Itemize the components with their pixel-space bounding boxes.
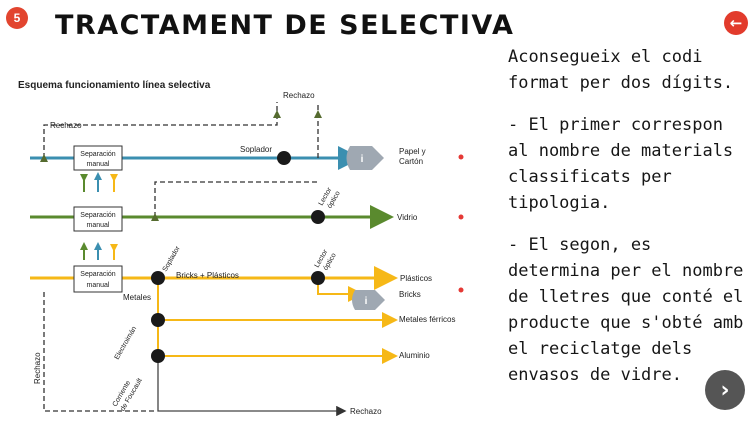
svg-text:Metales férricos: Metales férricos [399, 315, 455, 324]
arrow-up-3 [40, 154, 48, 162]
line-diagram: Esquema funcionamiento línea selectiva S… [18, 80, 464, 417]
svg-text:i: i [361, 154, 364, 165]
svg-text:Soplador: Soplador [162, 245, 182, 273]
side-text: Aconsegueix el codi format per dos dígit… [508, 44, 752, 404]
svg-text:Vidrio: Vidrio [397, 213, 418, 222]
svg-text:manual: manual [87, 222, 110, 229]
side-paragraph: - El segon, es determina per el nombre d… [508, 235, 744, 385]
svg-text:manual: manual [87, 282, 110, 289]
node-soplador-2 [151, 271, 165, 285]
reject-branch [157, 356, 347, 417]
info-icon-2 [352, 290, 385, 310]
dashed-reject-left [43, 292, 155, 412]
dashed-reject-top [43, 102, 278, 158]
svg-text:Metales: Metales [123, 293, 151, 302]
arrow-left-icon[interactable]: ← [724, 11, 748, 35]
svg-text:manual: manual [87, 161, 110, 168]
separacion-box-1 [73, 145, 123, 171]
svg-text:Plásticos: Plásticos [400, 274, 432, 283]
svg-text:Electroimán: Electroimán [114, 325, 139, 361]
arrow-up-1 [273, 110, 281, 118]
node-lector-1 [311, 210, 325, 224]
node-electroiman [151, 313, 165, 327]
dashed-vidrio [154, 181, 318, 217]
separacion-box-2 [73, 206, 123, 232]
svg-text:Aluminio: Aluminio [399, 351, 430, 360]
arrow-up-2 [314, 110, 322, 118]
chevron-right-icon[interactable]: › [705, 370, 745, 410]
side-paragraph: - El primer correspon al nombre de mater… [508, 115, 734, 213]
arrow-up-4 [151, 213, 159, 221]
side-paragraph: Aconsegueix el codi format per dos dígit… [508, 47, 734, 93]
svg-text:Rechazo: Rechazo [283, 91, 315, 100]
separacion-box-3 [73, 265, 123, 293]
svg-text:i: i [365, 296, 368, 307]
svg-text:Separación: Separación [80, 212, 116, 219]
info-icon-1 [346, 146, 384, 170]
node-lector-2 [311, 271, 325, 285]
node-foucault [151, 349, 165, 363]
svg-text:Bricks + Plásticos: Bricks + Plásticos [176, 271, 239, 280]
svg-text:Separación: Separación [80, 271, 116, 278]
slide-title: TRACTAMENT DE SELECTIVA [55, 10, 515, 41]
aluminum-branch [157, 320, 398, 364]
slide-number-badge: 5 [6, 7, 28, 29]
svg-text:Separación: Separación [80, 151, 116, 158]
svg-text:Cartón: Cartón [399, 157, 423, 166]
diagram-heading: Esquema funcionamiento línea selectiva [18, 80, 211, 91]
svg-text:Papel y: Papel y [399, 147, 426, 156]
svg-text:Rechazo: Rechazo [33, 352, 42, 384]
svg-text:Rechazo: Rechazo [50, 121, 82, 130]
svg-text:Rechazo: Rechazo [350, 407, 382, 416]
node-soplador-1 [277, 151, 291, 165]
svg-text:Soplador: Soplador [240, 145, 272, 154]
svg-text:Bricks: Bricks [399, 290, 421, 299]
